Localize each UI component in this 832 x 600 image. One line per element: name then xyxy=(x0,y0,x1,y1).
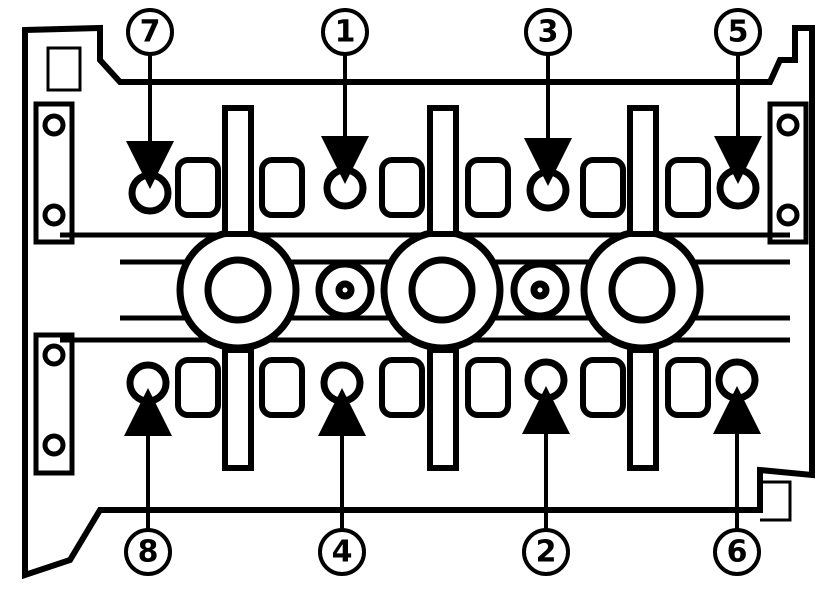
exhaust-side-bolt-6 xyxy=(715,358,759,402)
callout-label-2: 2 xyxy=(536,535,557,570)
callout-arrows-top xyxy=(126,55,762,189)
left-end-blocks xyxy=(33,101,75,476)
callout-label-6: 6 xyxy=(727,535,748,570)
callout-label-4: 4 xyxy=(332,535,353,570)
callout-label-5: 5 xyxy=(728,15,749,50)
callout-labels-top: 7 1 3 5 xyxy=(126,8,762,56)
cylinder-head-outline xyxy=(22,24,815,580)
cam-bearing-caps xyxy=(176,228,704,352)
intake-side-bolt-1 xyxy=(323,166,367,210)
exhaust-side-bolt-8 xyxy=(126,361,170,405)
intake-side-bolt-5 xyxy=(716,166,760,210)
intake-side-bolt-3 xyxy=(526,168,570,212)
valve-springs-lower xyxy=(175,357,711,418)
callout-label-7: 7 xyxy=(140,15,161,50)
exhaust-side-bolt-2 xyxy=(524,358,568,402)
right-end-blocks xyxy=(767,101,809,245)
callout-labels-bottom: 8 4 2 6 xyxy=(124,528,761,576)
valve-springs-upper xyxy=(175,157,711,218)
exhaust-side-bolt-4 xyxy=(320,361,364,405)
intake-side-bolt-7 xyxy=(128,171,172,215)
callout-label-3: 3 xyxy=(538,15,559,50)
callout-label-8: 8 xyxy=(138,535,159,570)
callout-arrows-bottom xyxy=(124,386,761,530)
callout-label-1: 1 xyxy=(335,15,356,50)
rocker-struts xyxy=(222,105,659,471)
